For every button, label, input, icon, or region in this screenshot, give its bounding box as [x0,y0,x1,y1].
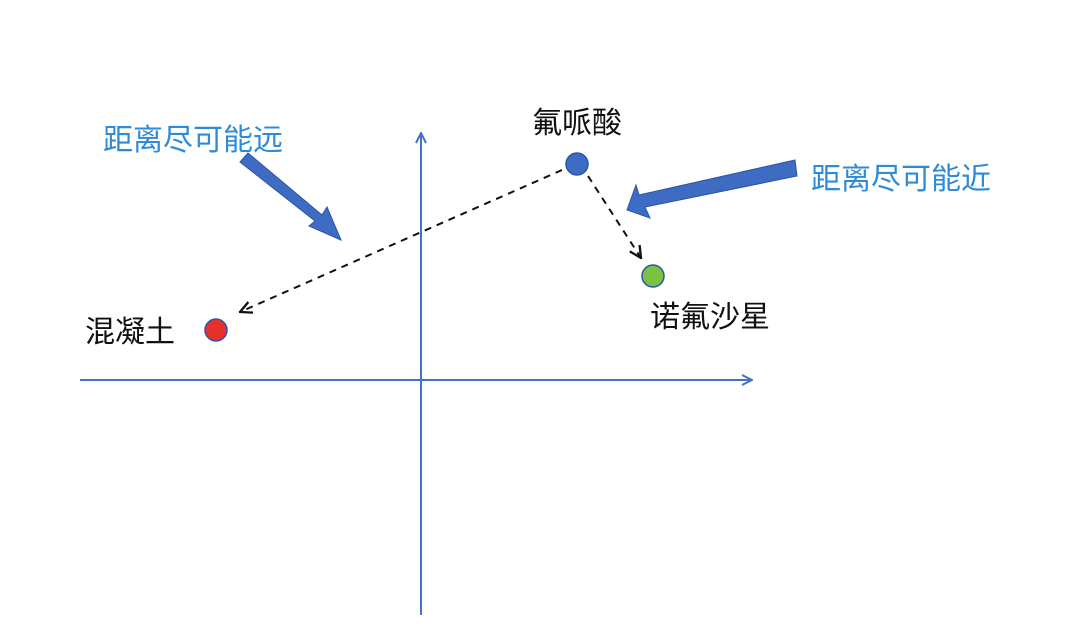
annotation-near: 距离尽可能近 [811,162,991,197]
far-callout-arrow [239,152,342,241]
near-callout-arrow [626,159,798,219]
label-concrete: 混凝土 [85,315,175,350]
point-fluoropiperidine-acid [565,152,589,176]
annotation-far: 距离尽可能远 [103,123,283,158]
dashed-arrow-to-concrete [240,169,563,312]
dashed-arrow-to-norfloxacin [587,175,641,258]
label-fluoropiperidine-acid: 氟哌酸 [532,106,622,141]
label-norfloxacin: 诺氟沙星 [650,300,770,335]
point-norfloxacin [641,264,665,288]
point-concrete [204,318,228,342]
